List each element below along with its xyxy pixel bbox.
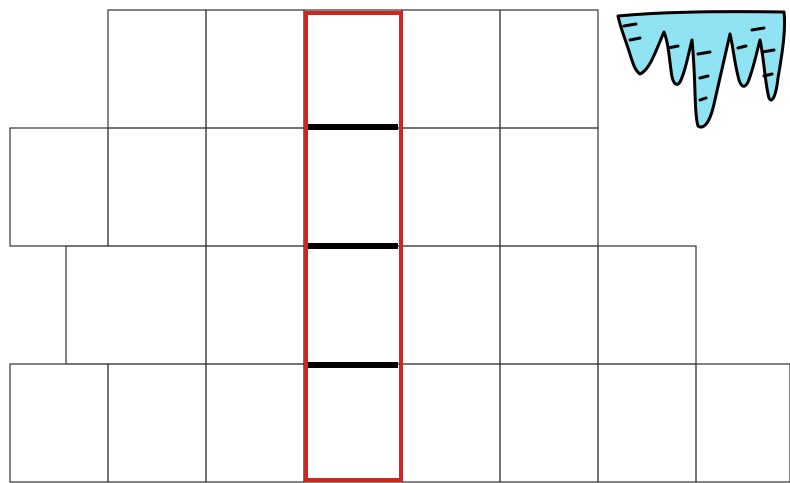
grid-cell xyxy=(108,10,206,128)
grid-cell xyxy=(304,10,402,128)
grid-row-3 xyxy=(66,246,696,364)
grid-cell xyxy=(304,364,402,482)
grid-cell xyxy=(696,364,790,482)
grid-cell xyxy=(402,128,500,246)
grid-cell xyxy=(10,364,108,482)
grid-row-1 xyxy=(108,10,598,128)
grid-cell xyxy=(10,128,108,246)
grid-cell xyxy=(500,128,598,246)
grid-cell xyxy=(206,128,304,246)
grid-cell xyxy=(304,246,402,364)
grid-cell xyxy=(206,10,304,128)
grid-cell xyxy=(108,364,206,482)
icicles-icon xyxy=(618,12,785,127)
grid-cell xyxy=(206,246,304,364)
grid-cell xyxy=(402,10,500,128)
grid-cell xyxy=(108,128,206,246)
grid-cell xyxy=(66,246,206,364)
grid-cell xyxy=(598,364,696,482)
grid-cell xyxy=(402,246,500,364)
grid-cell xyxy=(500,246,598,364)
grid-cell xyxy=(304,128,402,246)
column-dividers xyxy=(308,127,398,365)
grid-cell xyxy=(500,364,598,482)
grid-cell xyxy=(402,364,500,482)
grid-cell xyxy=(500,10,598,128)
grid-cell xyxy=(598,246,696,364)
grid-cell xyxy=(206,364,304,482)
